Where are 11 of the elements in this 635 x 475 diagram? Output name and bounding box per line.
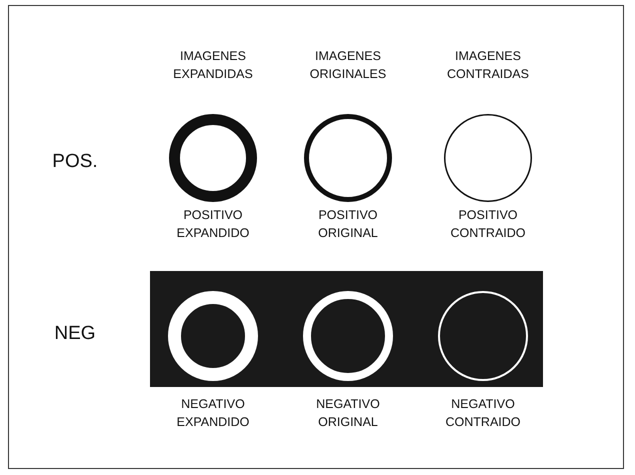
row-label: POS. xyxy=(51,150,99,174)
column-heading: IMAGENES CONTRAIDAS xyxy=(446,48,530,83)
ring-caption: NEGATIVO CONTRAIDO xyxy=(444,396,522,431)
ring-caption: NEGATIVO EXPANDIDO xyxy=(176,396,250,431)
ring-caption: POSITIVO CONTRAIDO xyxy=(450,207,526,242)
column-heading: IMAGENES EXPANDIDAS xyxy=(172,48,254,83)
column-heading: IMAGENES ORIGINALES xyxy=(308,48,388,83)
ring-caption: NEGATIVO ORIGINAL xyxy=(315,396,381,431)
ring-caption: POSITIVO ORIGINAL xyxy=(317,207,379,242)
row-label: NEG xyxy=(53,322,97,346)
ring-caption: POSITIVO EXPANDIDO xyxy=(176,207,250,242)
